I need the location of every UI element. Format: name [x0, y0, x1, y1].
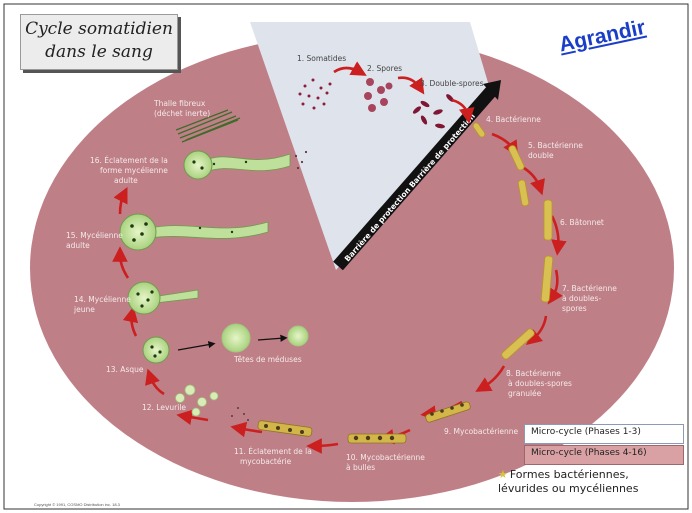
protection-wedge	[250, 22, 492, 270]
label-eclatement-myco-b: mycobactérie	[240, 457, 292, 466]
label-spores: 2. Spores	[367, 64, 402, 73]
meduses-heads	[221, 323, 309, 353]
mycelian-burst	[183, 150, 308, 180]
label-eclatement-mycelienne-c: adulte	[114, 176, 138, 185]
label-eclatement-mycelienne-b: forme mycélienne	[100, 166, 168, 175]
burst-debris	[231, 407, 249, 421]
somatides-dots	[298, 78, 332, 110]
stage-labels: 1. Somatides 2. Spores 3. Double-spores …	[66, 54, 617, 472]
cycle-arrows	[112, 61, 567, 454]
label-mycelienne-jeune-b: jeune	[73, 305, 95, 314]
label-doubles-spores-b: à doubles-	[562, 294, 601, 303]
title-line-1: Cycle somatidien	[25, 19, 173, 39]
label-bulles-b: à bulles	[346, 463, 375, 472]
copyright-text: Copyright © 1991, COSMO Distribution inc…	[34, 502, 120, 507]
label-bacterienne-double-b: double	[528, 151, 554, 160]
meduses-arrows	[177, 334, 288, 351]
label-doubles-spores-c: spores	[562, 304, 587, 313]
label-bacterienne: 4. Bactérienne	[486, 115, 541, 124]
legend-micro-cycle-1: Micro-cycle (Phases 1-3)	[524, 424, 684, 444]
bacterial-rods	[472, 122, 554, 360]
legend-forms: ★Formes bactériennes, lévurides ou mycél…	[498, 468, 638, 496]
legend-forms-line-2: lévurides ou mycéliennes	[498, 482, 639, 495]
asque-cell	[142, 336, 170, 364]
label-batonnet: 6. Bâtonnet	[560, 218, 604, 227]
mycelian-young	[127, 281, 199, 315]
label-granulee-b: à doubles-spores	[508, 379, 572, 388]
label-granulee-c: granulée	[508, 389, 542, 398]
legend-micro-cycle-2: Micro-cycle (Phases 4-16)	[524, 445, 684, 465]
label-thalle-a: Thalle fibreux	[153, 99, 206, 108]
label-thalle-b: (déchet inerte)	[154, 109, 210, 118]
label-tetes-meduses: Têtes de méduses	[233, 355, 302, 364]
mycobacteria-rods	[257, 401, 471, 444]
mycelian-adult	[119, 213, 269, 251]
title-line-2: dans le sang	[45, 42, 153, 62]
label-mycobacterienne: 9. Mycobactérienne	[444, 427, 518, 436]
legend-forms-line-1: Formes bactériennes,	[509, 468, 629, 481]
label-mycelienne-adulte-a: 15. Mycélienne	[66, 231, 123, 240]
label-mycelienne-adulte-b: adulte	[66, 241, 90, 250]
label-levurile: 12. Levurile	[142, 403, 186, 412]
label-doubles-spores-a: 7. Bactérienne	[562, 284, 617, 293]
label-asque: 13. Asque	[106, 365, 144, 374]
label-granulee-a: 8. Bactérienne	[506, 369, 561, 378]
label-somatides: 1. Somatides	[297, 54, 346, 63]
star-icon: ★	[498, 468, 508, 481]
double-spores-cluster	[412, 94, 454, 129]
label-mycelienne-jeune-a: 14. Mycélienne	[74, 295, 131, 304]
label-eclatement-myco-a: 11. Éclatement de la	[234, 447, 312, 456]
label-eclatement-mycelienne-a: 16. Éclatement de la	[90, 156, 168, 165]
title-box: Cycle somatidien dans le sang	[20, 14, 178, 70]
label-bacterienne-double: 5. Bactérienne	[528, 141, 583, 150]
spores-cluster	[364, 78, 393, 112]
thalle-fibres	[175, 109, 241, 143]
label-double-spores: 3. Double-spores	[420, 79, 484, 88]
levurile-cells	[175, 384, 219, 417]
label-bulles-a: 10. Mycobactérienne	[346, 453, 425, 462]
